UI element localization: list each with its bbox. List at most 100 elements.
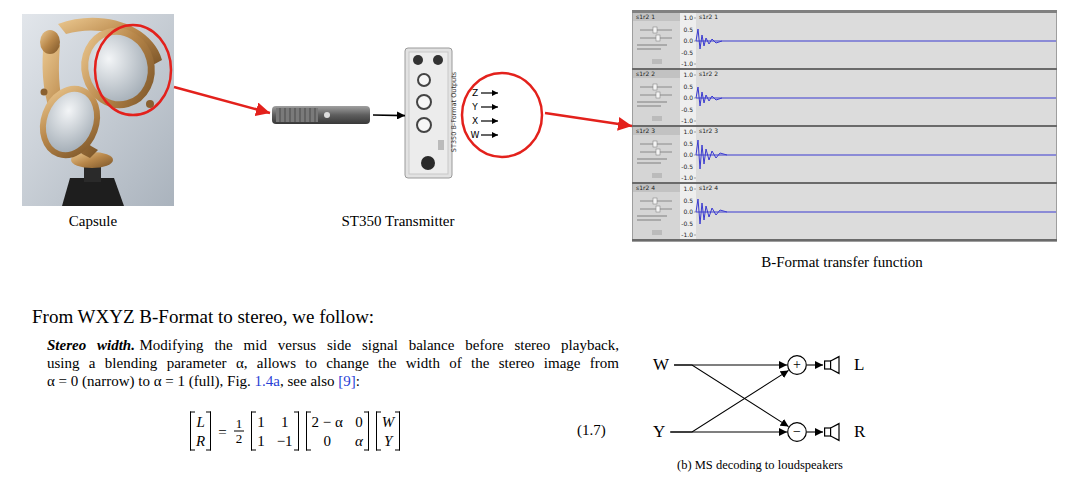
connector-line	[174, 87, 270, 113]
audio-track	[656, 149, 660, 155]
audio-track	[633, 127, 680, 182]
body-text: Modifying the mid versus side signal bal…	[139, 337, 619, 353]
capsule-photo	[146, 100, 154, 108]
microphone	[280, 108, 315, 122]
audio-editor-screenshot	[632, 10, 1057, 242]
signal-name: W	[653, 355, 669, 375]
audio-track	[656, 206, 660, 212]
audio-track	[653, 141, 657, 147]
scale-value: -1.0	[681, 232, 693, 238]
audio-track	[694, 235, 696, 236]
audio-track	[637, 162, 661, 164]
waveform-screenshot: B-Format transfer function	[632, 10, 1057, 242]
audio-track	[637, 48, 661, 50]
audio-track	[694, 189, 696, 190]
audio-track	[696, 199, 727, 224]
difference-node: −	[787, 422, 807, 442]
scale-value: -1.0	[681, 61, 693, 67]
figure-label: Capsule	[69, 213, 117, 230]
body-text: From WXYZ B-Format to stereo, we follow:	[32, 306, 374, 328]
connector	[674, 365, 789, 427]
audio-track	[632, 127, 1057, 184]
matrix-entry: 1	[281, 413, 289, 431]
capsule-photo	[40, 30, 60, 54]
scale-value: 0.0	[683, 209, 693, 215]
audio-track	[696, 184, 1056, 239]
device-marking: ST350 B-Format Outputs	[451, 72, 458, 152]
speaker-symbol	[831, 357, 839, 374]
scale-value: 0.5	[683, 27, 693, 33]
audio-track	[637, 105, 661, 107]
scale-value: -1.0	[681, 118, 693, 124]
audio-track	[656, 92, 660, 98]
audio-track	[633, 70, 680, 78]
audio-track	[696, 140, 727, 169]
audio-track	[696, 127, 1056, 182]
figure-label: B-Format transfer function	[761, 254, 923, 271]
track-name: s1r2 2	[699, 71, 718, 77]
audio-editor-screenshot	[632, 10, 1057, 13]
scale-value: 0.5	[683, 198, 693, 204]
audio-track	[632, 70, 1057, 127]
audio-track	[652, 116, 662, 121]
audio-track	[696, 98, 1056, 99]
speaker-symbol	[824, 423, 844, 441]
audio-track	[694, 18, 696, 19]
audio-track	[696, 70, 1056, 125]
connector-line	[670, 431, 787, 432]
operator-sign: +	[793, 358, 801, 372]
speaker-symbol	[824, 356, 844, 374]
audio-track	[632, 68, 1057, 70]
transmitter-device: ST350 B-Format OutputsST350 Transmitter	[405, 48, 545, 178]
transmitter-device	[405, 48, 452, 178]
matrix-entry: L	[196, 413, 204, 431]
matrix-entry: −1	[277, 432, 293, 450]
body-text: :	[356, 373, 360, 389]
audio-track	[696, 29, 722, 49]
track-name: s1r2 4	[699, 185, 718, 191]
output-name: W	[471, 131, 480, 140]
capsule-photo	[22, 14, 174, 206]
transmitter-device	[438, 140, 444, 150]
transmitter-device	[417, 118, 431, 132]
track-name: s1r2 3	[636, 128, 655, 134]
audio-track	[696, 212, 1056, 213]
audio-editor-screenshot	[632, 10, 1057, 242]
audio-track	[632, 184, 1057, 241]
capsule-photo	[77, 24, 160, 113]
microphone	[315, 108, 316, 122]
connector-line	[545, 113, 632, 126]
connector	[174, 87, 405, 116]
capsule-photo	[41, 89, 48, 96]
audio-track	[633, 13, 680, 68]
text-line: Stereo width.Modifying the mid versus si…	[47, 336, 619, 354]
speaker-symbol: R	[824, 423, 844, 441]
audio-track	[633, 127, 680, 135]
output-arrows	[481, 106, 498, 107]
audio-track	[653, 84, 657, 90]
microphone	[324, 112, 330, 118]
microphone	[310, 108, 311, 122]
scale-value: -0.5	[681, 107, 693, 113]
connector-line	[807, 364, 823, 365]
fraction: 12	[234, 416, 245, 446]
audio-track	[653, 198, 657, 204]
audio-track	[637, 158, 667, 160]
microphone	[272, 106, 370, 124]
signal-name: Y	[653, 422, 665, 442]
matrix-entry: 2 − α	[312, 413, 343, 431]
text-line: α = 0 (narrow) to α = 1 (full), Fig.1.4a…	[47, 372, 360, 390]
speaker-symbol	[825, 361, 831, 369]
capsule-photo	[22, 14, 174, 206]
audio-track	[633, 184, 680, 192]
text-line: using a blending parameter α, allows to …	[47, 354, 619, 372]
connector	[545, 113, 632, 126]
audio-track	[656, 35, 660, 41]
microphone	[280, 108, 281, 122]
scale-value: -1.0	[681, 175, 693, 181]
audio-track	[696, 87, 722, 106]
